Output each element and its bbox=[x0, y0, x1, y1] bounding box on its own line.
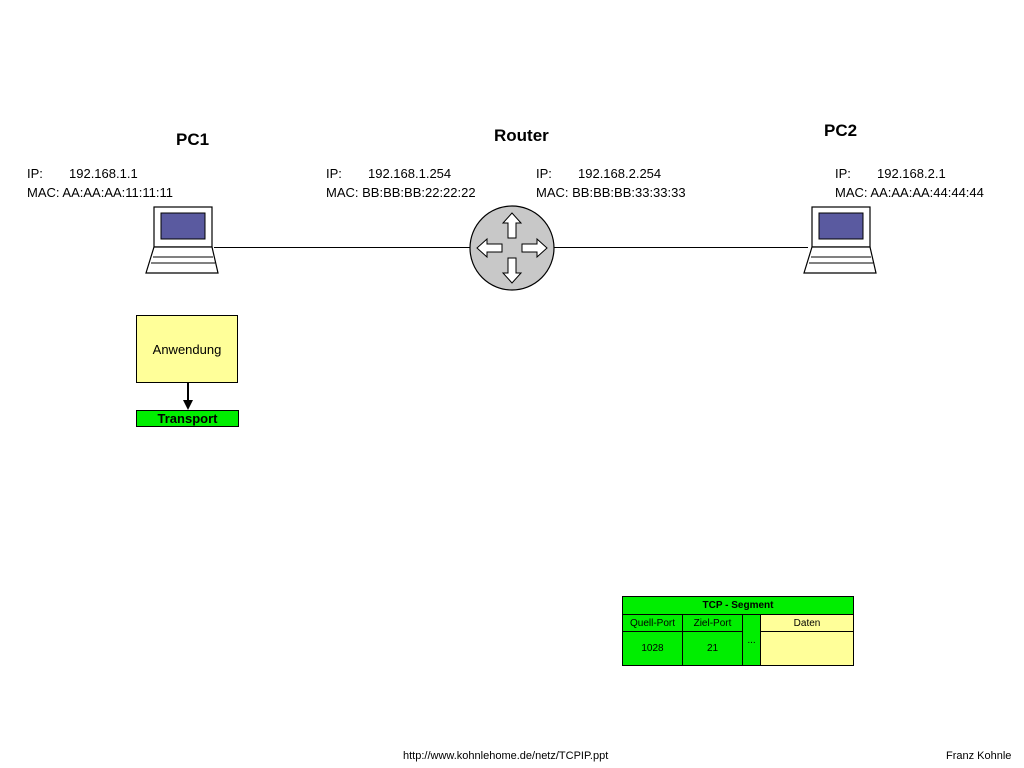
mac-label: MAC: bbox=[536, 185, 569, 200]
dest-port-header-text: Ziel-Port bbox=[693, 617, 732, 629]
data-header: Daten bbox=[760, 614, 854, 632]
ip-label: IP: bbox=[27, 166, 43, 181]
ip-label: IP: bbox=[536, 166, 552, 181]
pc2-mac: AA:AA:AA:44:44:44 bbox=[870, 185, 984, 200]
footer-url: http://www.kohnlehome.de/netz/TCPIP.ppt bbox=[403, 750, 609, 762]
router-right-address: IP: 192.168.2.254 MAC: BB:BB:BB:33:33:33 bbox=[536, 164, 686, 202]
router-right-ip: 192.168.2.254 bbox=[578, 166, 662, 181]
tcp-segment-title-text: TCP - Segment bbox=[702, 600, 774, 611]
pc1-address: IP: 192.168.1.1 MAC: AA:AA:AA:11:11:11 bbox=[27, 164, 173, 202]
mac-label: MAC: bbox=[326, 185, 359, 200]
application-label: Anwendung bbox=[152, 341, 222, 357]
ip-label: IP: bbox=[835, 166, 851, 181]
router-icon bbox=[469, 205, 555, 291]
source-port-header: Quell-Port bbox=[622, 614, 683, 632]
source-port-header-text: Quell-Port bbox=[629, 617, 675, 629]
router-right-mac: BB:BB:BB:33:33:33 bbox=[572, 185, 686, 200]
data-value-cell bbox=[760, 631, 854, 666]
router-left-mac: BB:BB:BB:22:22:22 bbox=[362, 185, 476, 200]
router-title: Router bbox=[494, 126, 549, 145]
ip-label: IP: bbox=[326, 166, 342, 181]
data-header-text: Daten bbox=[793, 617, 821, 629]
dest-port-value-text: 21 bbox=[706, 643, 719, 654]
more-fields-text: ... bbox=[747, 634, 756, 646]
pc1-computer-icon bbox=[145, 206, 219, 274]
pc2-address: IP: 192.168.2.1 MAC: AA:AA:AA:44:44:44 bbox=[835, 164, 984, 202]
mac-label: MAC: bbox=[27, 185, 60, 200]
footer-author: Franz Kohnle bbox=[946, 750, 1012, 762]
source-port-value: 1028 bbox=[622, 631, 683, 666]
application-layer-box: Anwendung bbox=[136, 315, 238, 383]
dest-port-header: Ziel-Port bbox=[682, 614, 743, 632]
link-router-pc2 bbox=[554, 247, 808, 248]
link-pc1-router bbox=[214, 247, 470, 248]
mac-label: MAC: bbox=[835, 185, 868, 200]
pc1-ip: 192.168.1.1 bbox=[69, 166, 138, 181]
more-fields-cell: ... bbox=[742, 614, 761, 666]
pc2-title: PC2 bbox=[824, 121, 858, 140]
pc2-ip: 192.168.2.1 bbox=[877, 166, 946, 181]
router-left-ip: 192.168.1.254 bbox=[368, 166, 452, 181]
pc1-title: PC1 bbox=[176, 130, 210, 149]
transport-label: Transport bbox=[157, 411, 218, 426]
router-left-address: IP: 192.168.1.254 MAC: BB:BB:BB:22:22:22 bbox=[326, 164, 476, 202]
tcp-segment-title: TCP - Segment bbox=[622, 596, 854, 615]
transport-layer-box: Transport bbox=[136, 410, 239, 427]
down-arrow-icon bbox=[183, 400, 193, 410]
pc2-computer-icon bbox=[803, 206, 877, 274]
down-arrow-line bbox=[187, 383, 189, 403]
tcp-segment-table: TCP - Segment Quell-Port Ziel-Port ... D… bbox=[622, 596, 854, 666]
dest-port-value: 21 bbox=[682, 631, 743, 666]
source-port-value-text: 1028 bbox=[641, 643, 664, 654]
pc1-mac: AA:AA:AA:11:11:11 bbox=[62, 185, 173, 200]
